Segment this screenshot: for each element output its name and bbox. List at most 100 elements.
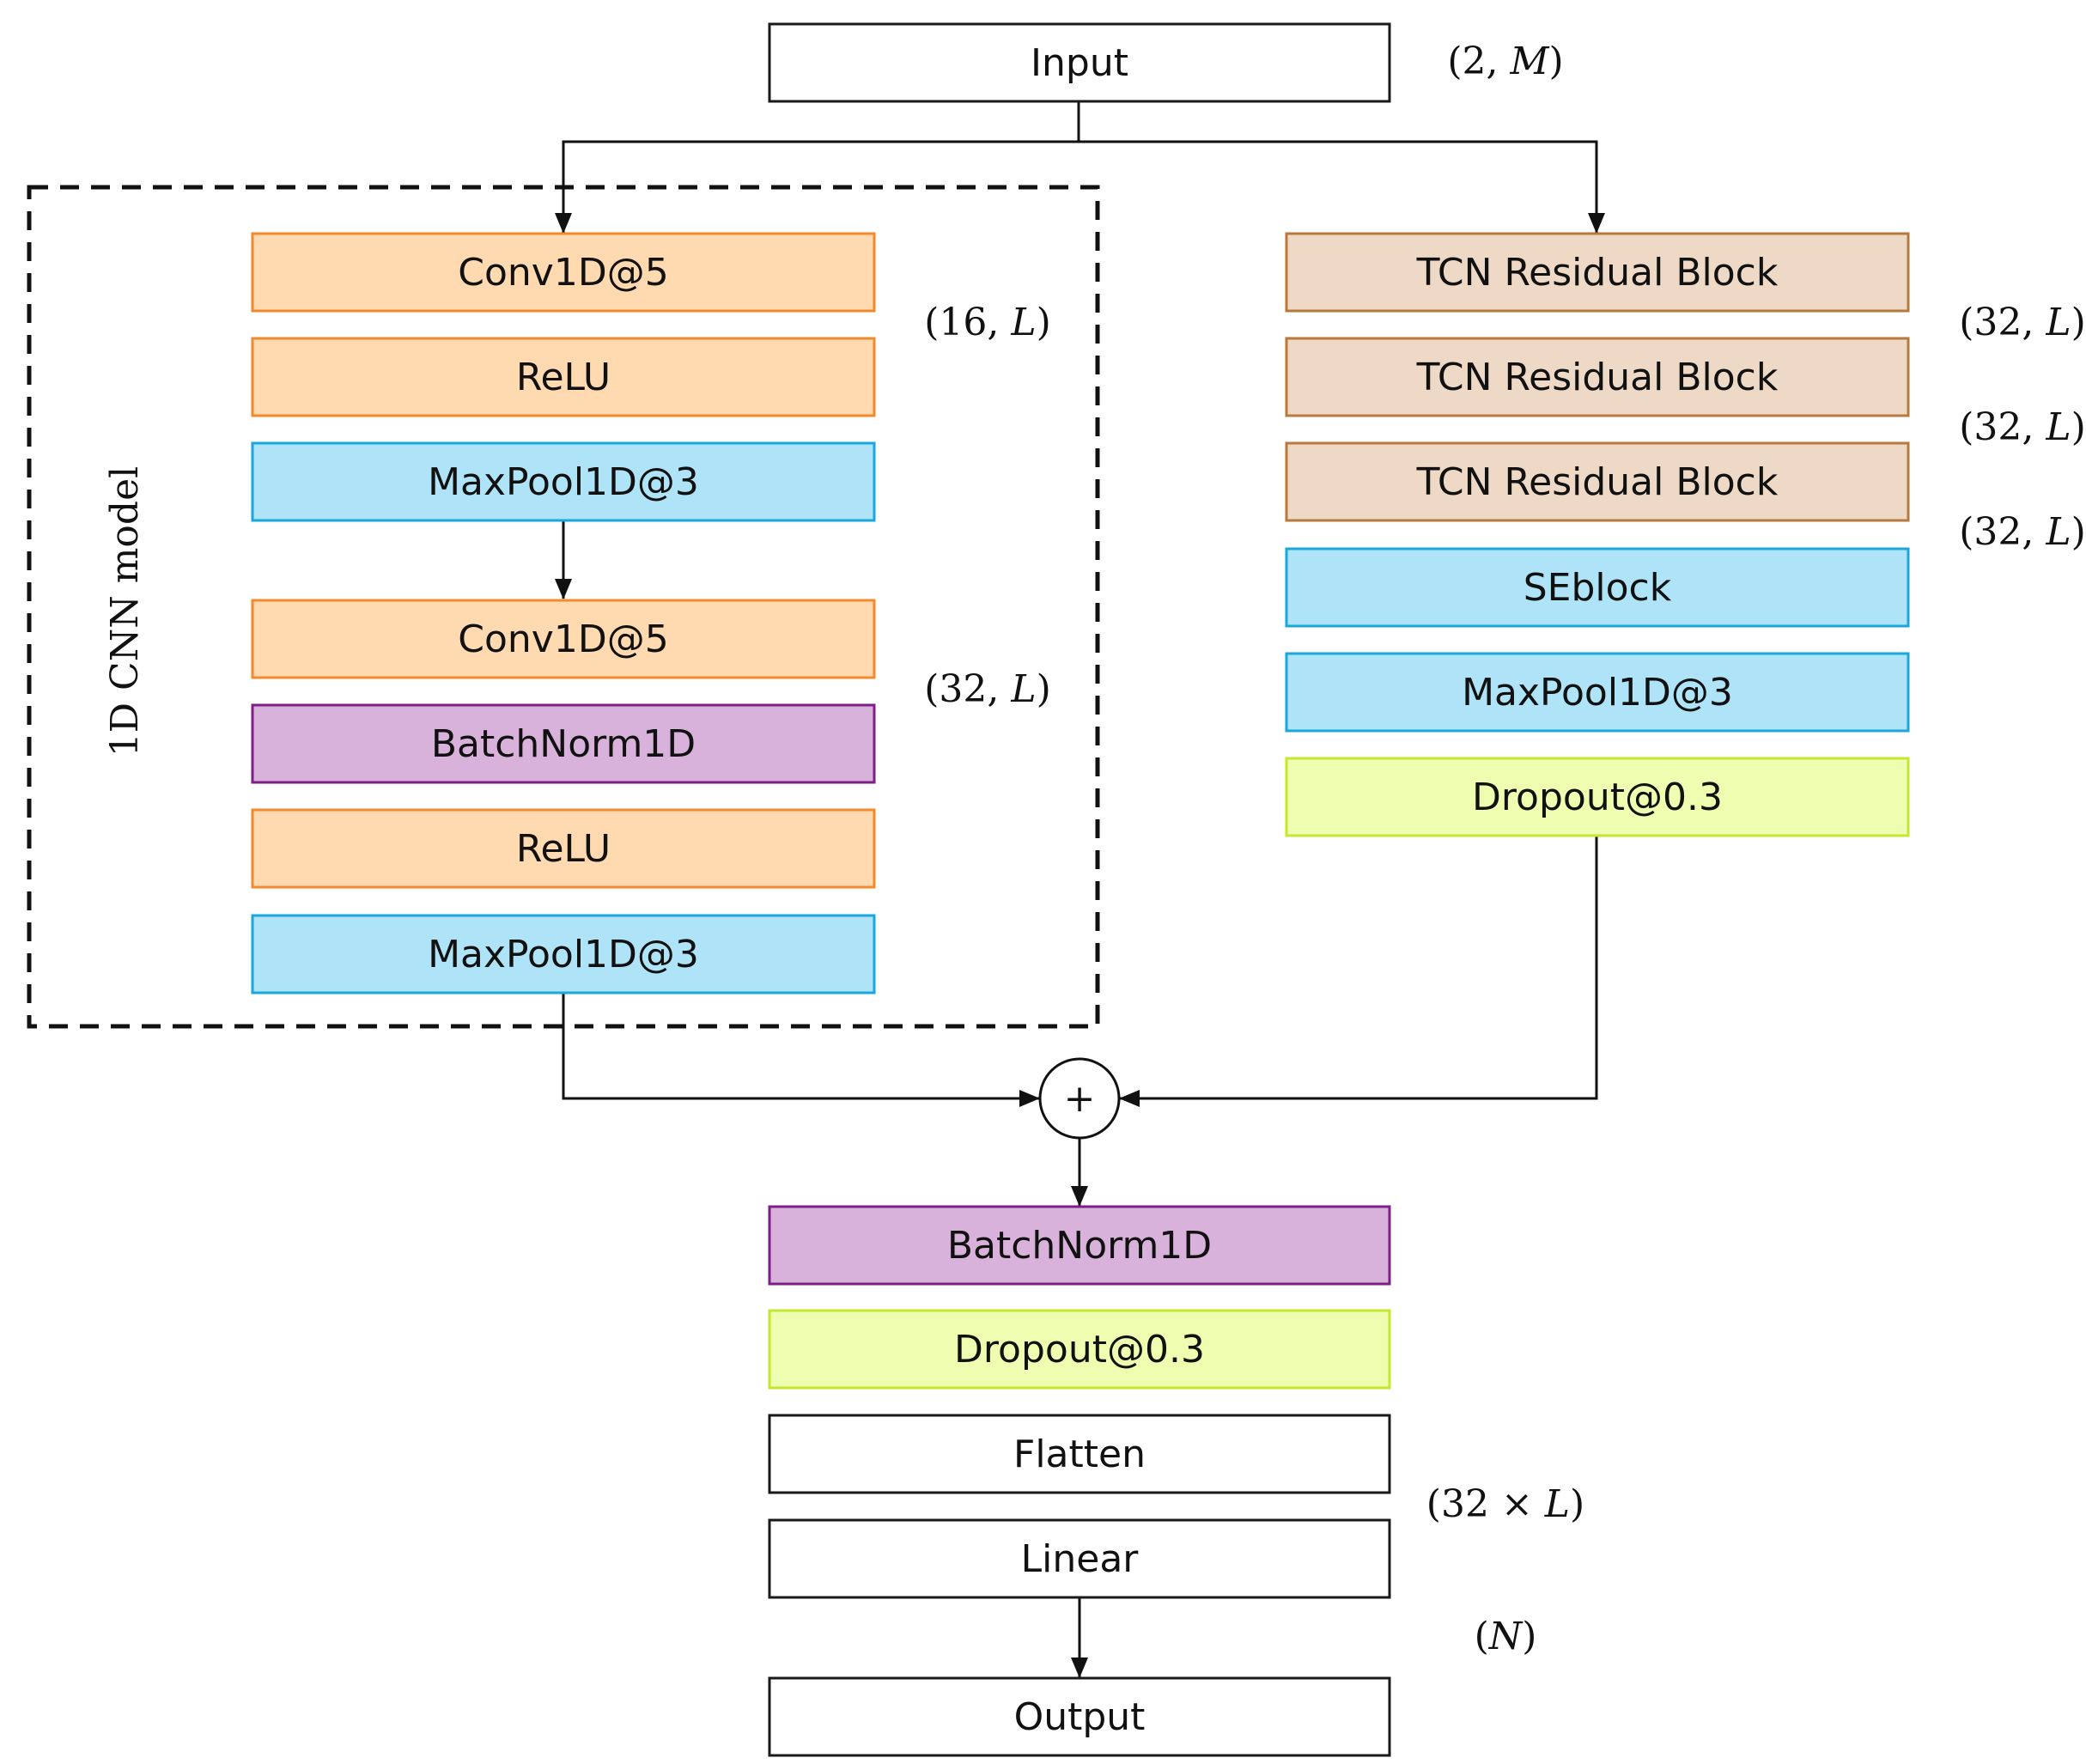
block-box	[1285, 441, 1910, 522]
block-box	[1285, 232, 1910, 313]
block-box	[251, 808, 876, 889]
dim-suffix: )	[1549, 40, 1564, 83]
block-box	[768, 22, 1391, 103]
block-box	[768, 1309, 1391, 1390]
block-box	[1285, 337, 1910, 417]
block-cnn-relu2: ReLU	[251, 808, 876, 889]
block-cnn-pool1: MaxPool1D@3	[251, 441, 876, 522]
sum-symbol: +	[1064, 1077, 1096, 1121]
block-label: TCN Residual Block	[1416, 356, 1779, 399]
block-label: Conv1D@5	[458, 617, 668, 661]
dim-suffix: )	[2071, 510, 2086, 554]
edge-input-to-cnn	[555, 140, 1079, 234]
edge-input-to-tcn	[1079, 140, 1605, 234]
dim-tcn2: (32, L)	[1959, 405, 2086, 449]
block-box	[251, 337, 876, 417]
block-label: MaxPool1D@3	[428, 933, 699, 976]
dim-suffix: )	[1037, 667, 1051, 711]
block-label: ReLU	[516, 356, 611, 399]
block-cnn-pool2: MaxPool1D@3	[251, 914, 876, 995]
block-cnn-bn: BatchNorm1D	[251, 703, 876, 784]
block-box	[768, 1518, 1391, 1599]
block-label: Input	[1031, 41, 1128, 85]
block-label: Flatten	[1013, 1432, 1146, 1476]
block-tcn-dropout: Dropout@0.3	[1285, 757, 1910, 837]
block-label: MaxPool1D@3	[1462, 671, 1733, 715]
dim-prefix: (2,	[1447, 40, 1510, 83]
dim-tcn1: (32, L)	[1959, 301, 2086, 344]
block-tcn-3: TCN Residual Block	[1285, 441, 1910, 522]
dim-prefix: (32,	[924, 667, 1011, 711]
dim-variable: M	[1509, 40, 1549, 83]
dim-prefix: (	[1475, 1615, 1489, 1658]
block-label: Output	[1014, 1695, 1146, 1739]
dim-suffix: )	[1037, 301, 1051, 344]
block-box	[1285, 757, 1910, 837]
block-label: TCN Residual Block	[1416, 460, 1779, 504]
block-tcn-1: TCN Residual Block	[1285, 232, 1910, 313]
block-label: ReLU	[516, 827, 611, 871]
block-tcn-2: TCN Residual Block	[1285, 337, 1910, 417]
dim-prefix: (32,	[1959, 405, 2046, 449]
dim-suffix: )	[1570, 1482, 1584, 1526]
block-label: BatchNorm1D	[947, 1224, 1212, 1268]
blocks: Input Conv1D@5 ReLU MaxPool1D@3 Conv1D@5…	[251, 22, 1910, 1757]
block-cnn-conv1: Conv1D@5	[251, 232, 876, 313]
edge-tcn-to-sum	[1119, 836, 1598, 1107]
dim-prefix: (32,	[1959, 510, 2046, 554]
block-label: Linear	[1021, 1537, 1140, 1581]
block-box	[768, 1205, 1391, 1286]
dim-variable: L	[2045, 405, 2071, 449]
dim-variable: L	[1544, 1482, 1570, 1526]
dim-prefix: (32,	[1959, 301, 2046, 344]
dim-suffix: )	[2071, 301, 2086, 344]
dim-suffix: )	[1522, 1615, 1536, 1658]
cnn-group-label: 1D CNN model	[103, 466, 147, 757]
dim-cnn-stage1: (16, L)	[924, 301, 1051, 344]
dim-variable: L	[2045, 510, 2071, 554]
edge-cnn-to-sum	[562, 993, 1040, 1107]
dim-variable: L	[2045, 301, 2071, 344]
block-label: BatchNorm1D	[431, 722, 696, 766]
block-box	[1285, 547, 1910, 628]
edges	[555, 101, 1605, 1678]
block-flatten: Flatten	[768, 1414, 1391, 1494]
block-label: Dropout@0.3	[1472, 776, 1723, 819]
block-linear: Linear	[768, 1518, 1391, 1599]
dim-prefix: (32 ×	[1426, 1482, 1545, 1526]
block-box	[251, 441, 876, 522]
dim-flat: (32 × L)	[1426, 1482, 1584, 1526]
block-box	[251, 914, 876, 995]
block-cnn-relu1: ReLU	[251, 337, 876, 417]
dim-variable: N	[1488, 1615, 1523, 1658]
dim-input: (2, M)	[1447, 40, 1563, 83]
sum-node: +	[1038, 1057, 1121, 1140]
dim-tcn3: (32, L)	[1959, 510, 2086, 554]
block-box	[251, 703, 876, 784]
block-box	[1285, 652, 1910, 733]
block-box	[251, 599, 876, 679]
dim-cnn-stage2: (32, L)	[924, 667, 1051, 711]
block-bn: BatchNorm1D	[768, 1205, 1391, 1286]
block-label: TCN Residual Block	[1416, 251, 1779, 295]
block-box	[251, 232, 876, 313]
block-label: SEblock	[1523, 566, 1672, 610]
block-label: MaxPool1D@3	[428, 460, 699, 504]
dim-prefix: (16,	[924, 301, 1011, 344]
block-box	[768, 1414, 1391, 1494]
block-cnn-conv2: Conv1D@5	[251, 599, 876, 679]
dim-out: (N)	[1475, 1615, 1537, 1658]
dimension-labels: (2, M) (16, L) (32, L) (32, L) (32, L) (…	[924, 40, 2086, 1658]
block-label: Dropout@0.3	[954, 1328, 1205, 1372]
dim-suffix: )	[2071, 405, 2086, 449]
dim-variable: L	[1010, 667, 1036, 711]
block-tcn-pool: MaxPool1D@3	[1285, 652, 1910, 733]
block-box	[768, 1676, 1391, 1757]
block-output: Output	[768, 1676, 1391, 1757]
block-se: SEblock	[1285, 547, 1910, 628]
block-label: Conv1D@5	[458, 251, 668, 295]
block-dropout: Dropout@0.3	[768, 1309, 1391, 1390]
block-input: Input	[768, 22, 1391, 103]
dim-variable: L	[1010, 301, 1036, 344]
